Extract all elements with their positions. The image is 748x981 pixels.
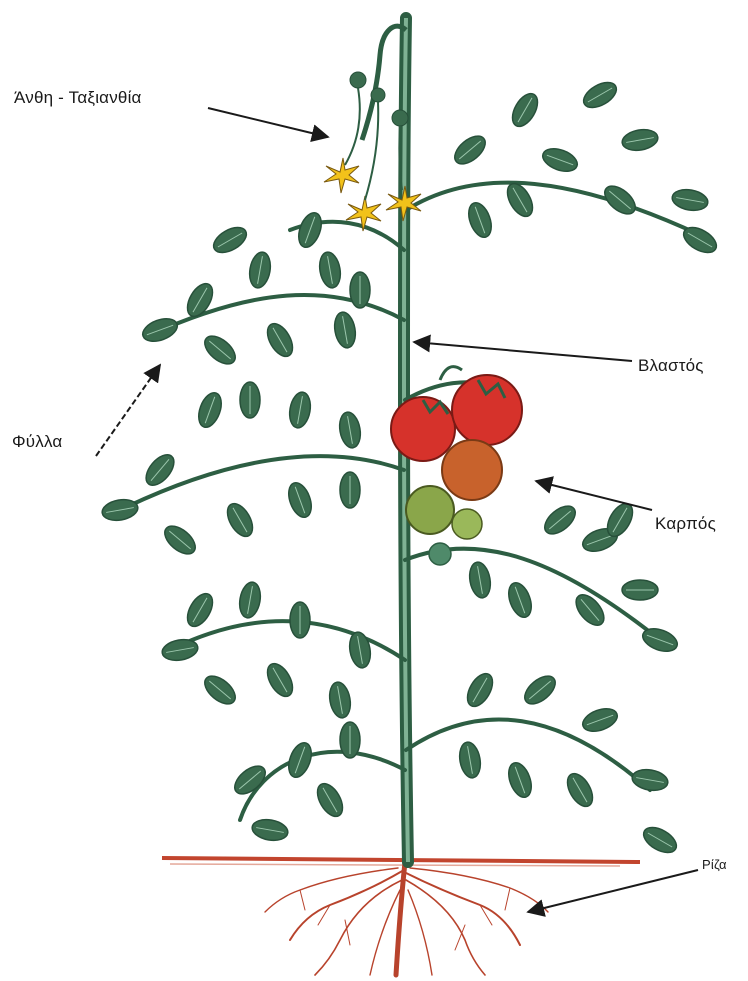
label-stem: Βλαστός <box>638 356 704 376</box>
arrow-root <box>528 870 698 912</box>
arrow-flowers <box>208 108 328 137</box>
label-leaves: Φύλλα <box>12 432 62 452</box>
annotation-arrows <box>96 108 698 912</box>
arrow-fruit <box>536 481 652 510</box>
label-fruit: Καρπός <box>655 514 716 534</box>
roots <box>265 862 548 975</box>
label-flowers-inflorescence: Άνθη - Ταξιανθία <box>14 88 142 108</box>
arrow-stem <box>414 342 632 361</box>
arrow-leaves <box>96 365 160 456</box>
label-root: Ρίζα <box>702 857 727 872</box>
soil-line <box>162 858 640 866</box>
